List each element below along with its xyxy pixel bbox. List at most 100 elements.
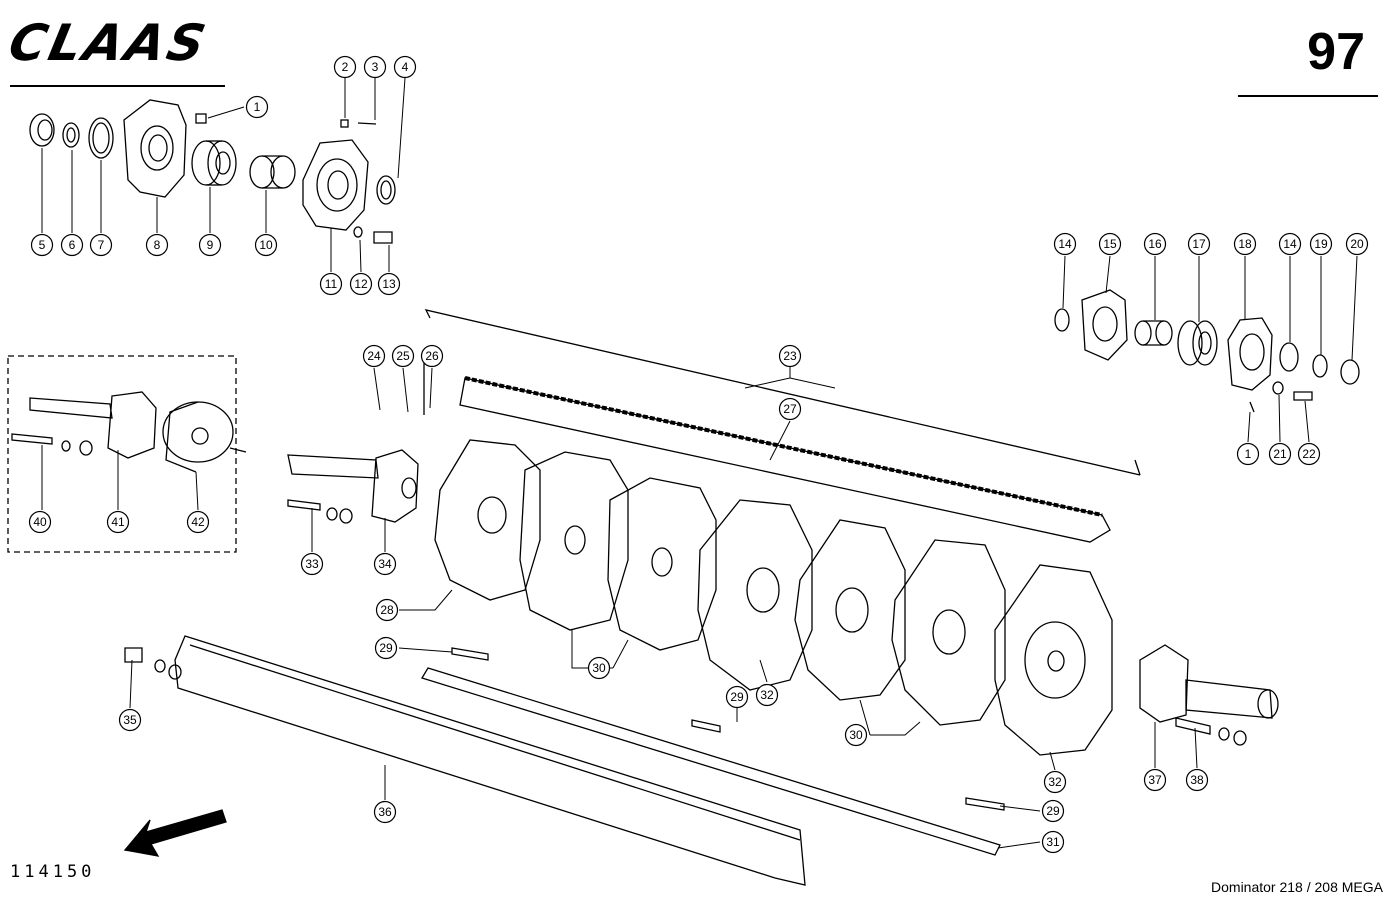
callout-circle bbox=[1143, 768, 1167, 792]
callout-label: 35 bbox=[123, 713, 137, 727]
callout-label: 31 bbox=[1046, 835, 1060, 849]
callout-label: 15 bbox=[1103, 237, 1117, 251]
callout-label: 23 bbox=[783, 349, 797, 363]
callout-circle bbox=[89, 233, 113, 257]
callout-15: 15 bbox=[1098, 232, 1122, 256]
callout-label: 32 bbox=[760, 688, 774, 702]
callout-label: 6 bbox=[69, 238, 76, 252]
pins bbox=[451, 647, 1005, 811]
callout-circle bbox=[319, 272, 343, 296]
callout-label: 36 bbox=[378, 805, 392, 819]
callout-label: 30 bbox=[592, 661, 606, 675]
callout-circle bbox=[1268, 442, 1292, 466]
callout-circle bbox=[1236, 442, 1260, 466]
callout-circle bbox=[245, 95, 269, 119]
callout-label: 25 bbox=[396, 349, 410, 363]
callout-14: 14 bbox=[1278, 232, 1302, 256]
callout-circle bbox=[333, 55, 357, 79]
callout-9: 9 bbox=[198, 233, 222, 257]
callout-label: 41 bbox=[111, 515, 125, 529]
callout-7: 7 bbox=[89, 233, 113, 257]
callout-32: 32 bbox=[1043, 770, 1067, 794]
callout-23: 23 bbox=[778, 344, 802, 368]
callout-circle bbox=[198, 233, 222, 257]
callout-label: 29 bbox=[1046, 804, 1060, 818]
leader-lines bbox=[41, 77, 1358, 849]
callout-circle bbox=[391, 344, 415, 368]
callout-circle bbox=[349, 272, 373, 296]
callout-label: 18 bbox=[1238, 237, 1252, 251]
callout-1: 1 bbox=[245, 95, 269, 119]
end-shaft bbox=[1139, 644, 1279, 746]
callout-label: 17 bbox=[1192, 237, 1206, 251]
callout-label: 27 bbox=[783, 402, 797, 416]
callout-circle bbox=[725, 685, 749, 709]
callout-circle bbox=[60, 233, 84, 257]
callout-circle bbox=[420, 344, 444, 368]
callout-circle bbox=[30, 233, 54, 257]
callout-circle bbox=[755, 683, 779, 707]
callout-circle bbox=[1041, 830, 1065, 854]
direction-arrow-icon bbox=[123, 809, 227, 857]
callout-label: 2 bbox=[342, 60, 349, 74]
callout-label: 14 bbox=[1058, 237, 1072, 251]
callout-label: 4 bbox=[402, 60, 409, 74]
callout-circle bbox=[362, 344, 386, 368]
callout-circle bbox=[373, 800, 397, 824]
callout-circle bbox=[118, 708, 142, 732]
callout-circle bbox=[1053, 232, 1077, 256]
callout-29: 29 bbox=[725, 685, 749, 709]
callout-36: 36 bbox=[373, 800, 397, 824]
callout-41: 41 bbox=[106, 510, 130, 534]
callout-12: 12 bbox=[349, 272, 373, 296]
callout-circle bbox=[300, 552, 324, 576]
callout-2: 2 bbox=[333, 55, 357, 79]
callout-circle bbox=[1297, 442, 1321, 466]
drive-rod bbox=[421, 667, 1001, 856]
callout-19: 19 bbox=[1309, 232, 1333, 256]
callout-circle bbox=[186, 510, 210, 534]
callout-4: 4 bbox=[393, 55, 417, 79]
callout-circle bbox=[106, 510, 130, 534]
rotor-discs bbox=[434, 439, 1113, 756]
callout-6: 6 bbox=[60, 233, 84, 257]
callout-17: 17 bbox=[1187, 232, 1211, 256]
callout-label: 14 bbox=[1283, 237, 1297, 251]
callout-label: 9 bbox=[207, 238, 214, 252]
callout-label: 37 bbox=[1148, 773, 1162, 787]
page-number: 97 bbox=[1307, 23, 1365, 81]
callout-label: 40 bbox=[33, 515, 47, 529]
callout-circle bbox=[1233, 232, 1257, 256]
callout-label: 1 bbox=[254, 100, 261, 114]
callout-label: 10 bbox=[259, 238, 273, 252]
bearing-assembly-left bbox=[29, 99, 396, 244]
drive-shaft-subassembly bbox=[11, 391, 247, 473]
callout-18: 18 bbox=[1233, 232, 1257, 256]
bearing-assembly-right bbox=[1054, 289, 1360, 413]
callout-circle bbox=[1043, 770, 1067, 794]
callout-13: 13 bbox=[377, 272, 401, 296]
callout-label: 8 bbox=[154, 238, 161, 252]
callout-label: 16 bbox=[1148, 237, 1162, 251]
callout-label: 28 bbox=[380, 603, 394, 617]
callout-label: 21 bbox=[1273, 447, 1287, 461]
callout-32: 32 bbox=[755, 683, 779, 707]
callout-label: 30 bbox=[849, 728, 863, 742]
hub-shaft bbox=[287, 449, 419, 524]
callout-30: 30 bbox=[587, 656, 611, 680]
callout-label: 29 bbox=[730, 690, 744, 704]
callout-circle bbox=[1041, 799, 1065, 823]
callout-8: 8 bbox=[145, 233, 169, 257]
callout-29: 29 bbox=[374, 636, 398, 660]
callout-label: 20 bbox=[1350, 237, 1364, 251]
callout-10: 10 bbox=[254, 233, 278, 257]
callout-circle bbox=[375, 598, 399, 622]
callout-circle bbox=[778, 344, 802, 368]
callout-29: 29 bbox=[1041, 799, 1065, 823]
callout-circle bbox=[587, 656, 611, 680]
callout-circle bbox=[1345, 232, 1369, 256]
callout-label: 22 bbox=[1302, 447, 1316, 461]
